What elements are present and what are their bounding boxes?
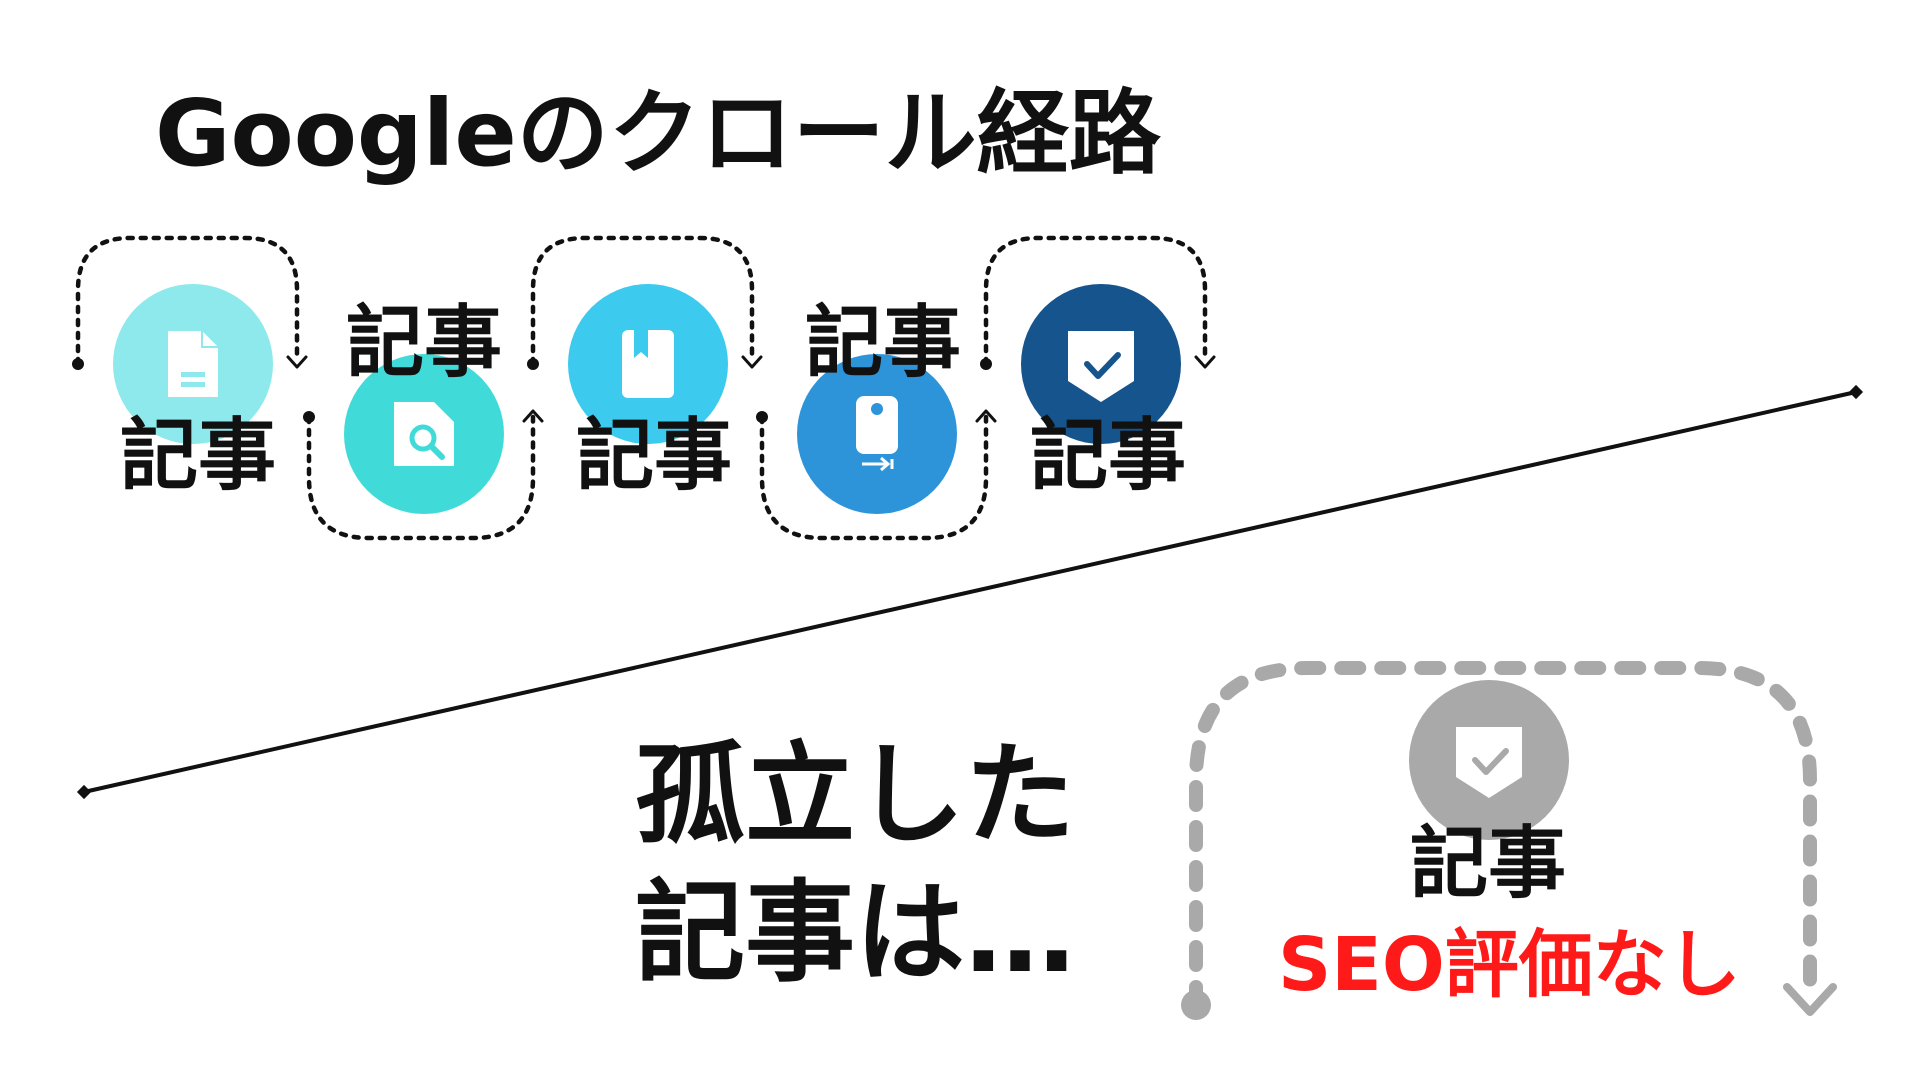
bookmark-book-icon bbox=[622, 330, 674, 398]
shield-check-icon bbox=[1068, 331, 1134, 402]
path-start-dot bbox=[303, 411, 315, 423]
node-label: 記事 bbox=[120, 411, 277, 501]
path-start-dot bbox=[527, 358, 539, 370]
diagram-title: Googleのクロール経路 bbox=[155, 80, 1161, 187]
no-seo-note: SEO評価なし bbox=[1278, 922, 1741, 1008]
arrowhead-down-icon bbox=[286, 355, 308, 369]
document-icon bbox=[168, 331, 218, 397]
node-label: 記事 bbox=[1030, 411, 1187, 501]
arrowhead-down-icon bbox=[1194, 355, 1216, 369]
path-start-dot bbox=[72, 358, 84, 370]
document-search-icon bbox=[394, 402, 454, 466]
path-start-dot bbox=[756, 411, 768, 423]
crawl-link-arrow bbox=[75, 235, 300, 367]
chevron-down-icon bbox=[1783, 983, 1837, 1016]
crawl-link-arrow bbox=[759, 414, 989, 541]
arrowhead-up-icon bbox=[975, 409, 997, 423]
isolated-headline-line1: 孤立した bbox=[635, 731, 1075, 859]
arrowhead-up-icon bbox=[522, 409, 544, 423]
divider-line bbox=[83, 390, 1857, 794]
path-start-dot bbox=[980, 358, 992, 370]
device-transfer-icon bbox=[856, 396, 898, 472]
arrowhead-down-icon bbox=[741, 355, 763, 369]
isolated-headline-line2: 記事は… bbox=[635, 869, 1075, 997]
crawl-link-arrow bbox=[306, 414, 536, 541]
divider-end-marker bbox=[1848, 384, 1864, 400]
shield-check-icon bbox=[1456, 727, 1522, 798]
crawl-link-arrow bbox=[983, 235, 1208, 367]
node-label: 記事 bbox=[805, 298, 962, 388]
node-label: 記事 bbox=[346, 298, 503, 388]
isolated-loop-path bbox=[1189, 661, 1817, 1012]
node-label: 記事 bbox=[576, 411, 733, 501]
isolated-node-label: 記事 bbox=[1410, 819, 1567, 909]
isolated-start-dot bbox=[1181, 990, 1211, 1020]
crawl-link-arrow bbox=[530, 235, 755, 367]
divider-end-marker bbox=[76, 784, 92, 800]
